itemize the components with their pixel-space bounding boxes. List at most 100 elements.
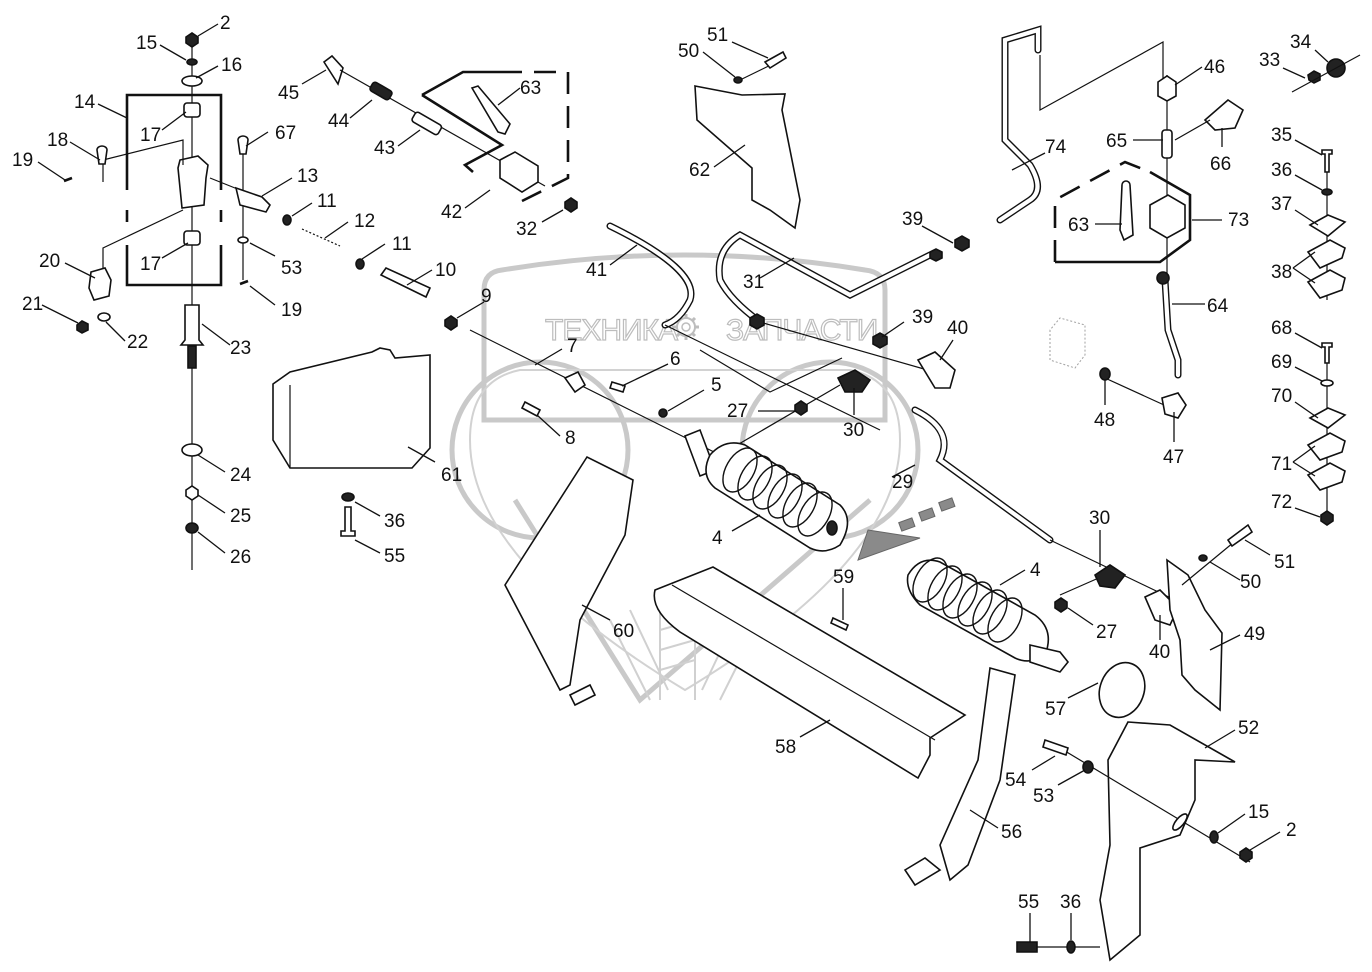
- callout-62: 62: [689, 160, 710, 181]
- callout-23: 23: [230, 338, 251, 359]
- part-17-bushing: [183, 102, 201, 118]
- part-48-sealnut: [1099, 367, 1111, 381]
- part-15-washer-guard: [1209, 830, 1219, 844]
- callout-50-right: 50: [1240, 572, 1261, 593]
- part-44-fitting: [369, 81, 393, 101]
- callout-39: 39: [902, 209, 923, 230]
- callout-11: 11: [317, 191, 337, 212]
- part-24-washer: [181, 443, 203, 457]
- part-17-bushing-lower: [183, 230, 201, 246]
- part-7-rod-end: [563, 370, 587, 394]
- part-11-nut-lower: [355, 258, 365, 270]
- cylinder-spring-lower: [912, 557, 1023, 643]
- part-6-bolt: [608, 381, 627, 393]
- callout-64: 64: [1207, 296, 1229, 317]
- part-35-bolt: [1321, 149, 1333, 173]
- callout-27: 27: [727, 401, 748, 422]
- callout-21: 21: [22, 294, 43, 315]
- watermark-text-right: ЗАПЧАСТИ: [726, 314, 877, 347]
- part-45-banjo: [322, 54, 344, 86]
- part-15-washer: [186, 58, 198, 66]
- part-56-pedal: [939, 666, 1016, 882]
- callout-16: 16: [221, 55, 242, 76]
- part-36-washer: [1321, 188, 1333, 196]
- part-4-cylinder: [705, 442, 849, 552]
- part-11-nut: [282, 214, 292, 226]
- part-49-bracket: [1166, 558, 1223, 712]
- part-51-bolt-right: [1226, 523, 1254, 548]
- callout-33: 33: [1259, 50, 1280, 71]
- callout-12: 12: [354, 211, 375, 232]
- part-38-clamp-b: [1306, 269, 1346, 299]
- callout-55-cover: 55: [384, 546, 405, 567]
- part-62-bracket: [694, 85, 801, 230]
- part-71-clamp-a: [1306, 432, 1346, 461]
- callout-19: 19: [12, 150, 33, 171]
- callout-49: 49: [1244, 624, 1265, 645]
- callout-2: 2: [220, 13, 231, 34]
- callout-44: 44: [328, 111, 350, 132]
- part-50-washer-right: [1198, 554, 1208, 562]
- callout-26: 26: [230, 547, 251, 568]
- pedal-right-and-guard: [903, 666, 1253, 962]
- part-43-union: [411, 111, 443, 136]
- part-5-washer: [658, 408, 668, 418]
- callout-65: 65: [1106, 131, 1127, 152]
- part-73-valve: [1149, 194, 1186, 239]
- part-20-block: [88, 267, 112, 301]
- callout-50: 50: [678, 41, 699, 62]
- callout-58: 58: [775, 737, 796, 758]
- callout-34: 34: [1290, 32, 1312, 53]
- callout-63: 63: [520, 78, 541, 99]
- ghost-valve: [1049, 317, 1086, 369]
- part-51-bolt: [763, 50, 788, 70]
- part-53-washer-guard: [1082, 760, 1094, 774]
- part-57-clamp: [1098, 661, 1146, 719]
- callout-67: 67: [275, 123, 296, 144]
- callout-labels: 2 15 16 14 17 17 18 19 67 13 11 12 11 53…: [12, 13, 1312, 913]
- part-33-seal: [1307, 70, 1321, 84]
- callout-53: 53: [281, 258, 302, 279]
- part-23-shaft: [179, 304, 205, 346]
- callout-13: 13: [297, 166, 318, 187]
- part-10-sleeve: [379, 266, 432, 299]
- callout-43: 43: [374, 138, 395, 159]
- callout-47: 47: [1163, 447, 1184, 468]
- callout-37: 37: [1271, 194, 1292, 215]
- part-50-washer: [733, 76, 743, 84]
- part-32-sealnut: [564, 197, 578, 213]
- part-27-sealnut-lower: [1054, 597, 1068, 613]
- part-55-bolt-cover: [340, 506, 356, 537]
- callout-72: 72: [1271, 492, 1292, 513]
- callout-7: 7: [567, 336, 578, 357]
- callout-51: 51: [707, 25, 728, 46]
- callout-61: 61: [441, 465, 462, 486]
- callout-2-guard: 2: [1286, 820, 1297, 841]
- callout-39-lower: 39: [912, 307, 933, 328]
- callout-70: 70: [1271, 386, 1292, 407]
- part-61-cover: [272, 347, 431, 469]
- callout-68: 68: [1271, 318, 1292, 339]
- part-30-tee-lower: [1093, 564, 1127, 589]
- callout-40-lower: 40: [1149, 642, 1170, 663]
- callout-36-guard: 36: [1060, 892, 1081, 913]
- callout-42: 42: [441, 202, 462, 223]
- part-54-bolt: [1042, 738, 1069, 757]
- callout-24: 24: [230, 465, 252, 486]
- callout-55-guard: 55: [1018, 892, 1039, 913]
- part-21-nut: [76, 320, 89, 334]
- callout-30-lower: 30: [1089, 508, 1110, 529]
- callout-73: 73: [1228, 210, 1249, 231]
- lines: [606, 25, 1182, 601]
- callout-18: 18: [47, 130, 68, 151]
- callout-30: 30: [843, 420, 864, 441]
- part-37-plate: [1308, 214, 1347, 237]
- part-66-switch: [1203, 98, 1245, 131]
- callout-27-lower: 27: [1096, 622, 1117, 643]
- part-63-lever: [470, 85, 511, 135]
- part-39-sealnut-upper: [954, 235, 970, 252]
- part-27-sealnut: [794, 400, 808, 416]
- part-68-bolt: [1321, 342, 1333, 364]
- callout-32: 32: [516, 219, 537, 240]
- pivot-assembly: [63, 32, 432, 570]
